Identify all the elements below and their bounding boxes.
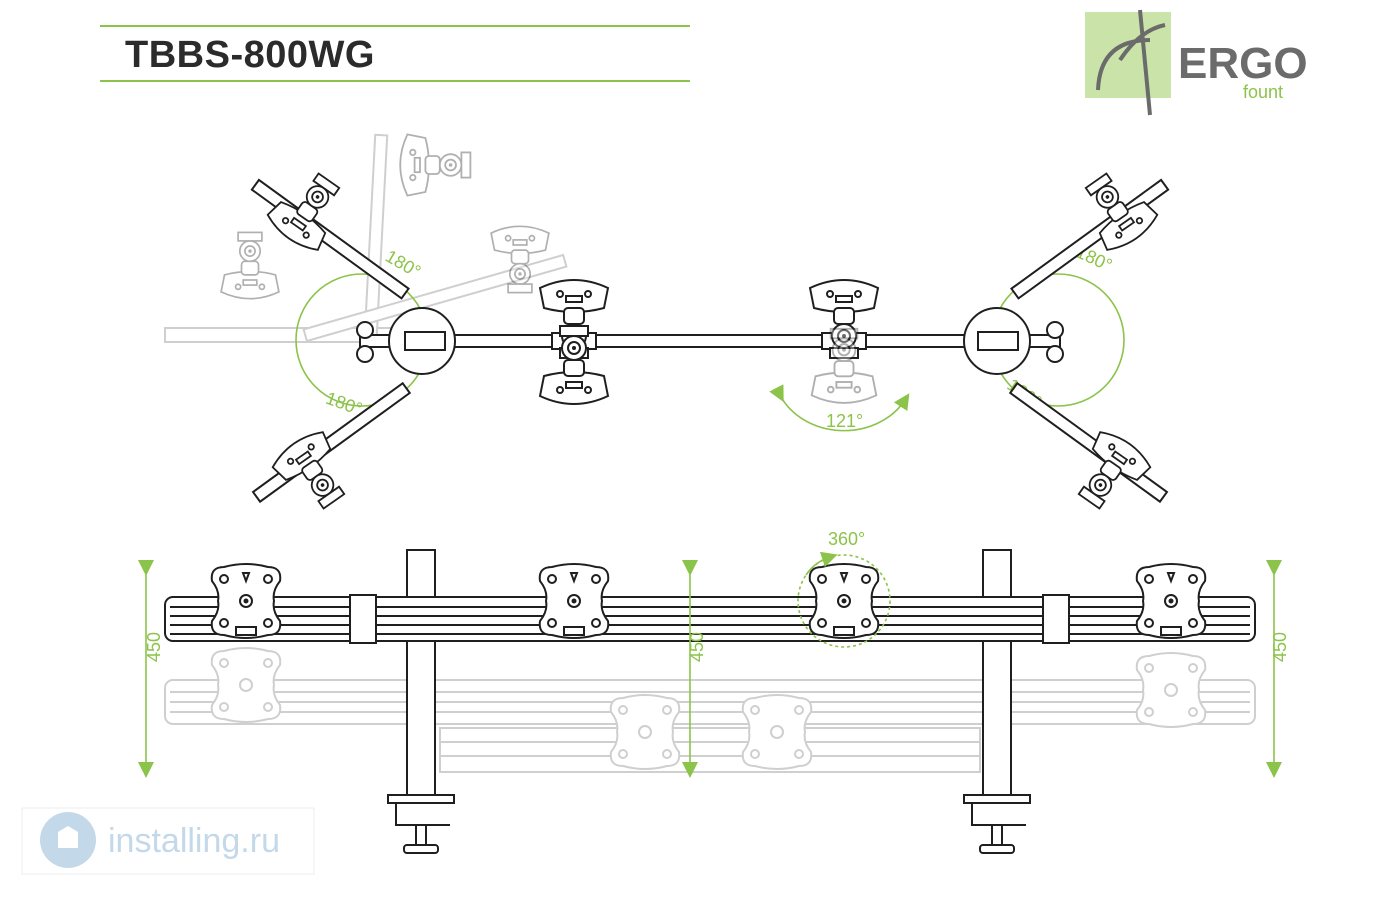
desk-clamp-left bbox=[387, 794, 455, 854]
logo-text: ERGO bbox=[1178, 39, 1308, 88]
rotation-indicator bbox=[797, 554, 891, 648]
top-view: 180° 180° 180° 180° 121° bbox=[164, 133, 1170, 520]
product-title: TBBS-800WG bbox=[125, 34, 375, 76]
crossbar-top bbox=[359, 334, 1061, 348]
height-label-left: 450 bbox=[144, 632, 164, 662]
pole-right bbox=[982, 549, 1012, 796]
height-label-center: 450 bbox=[687, 632, 707, 662]
desk-clamp-right bbox=[963, 794, 1031, 854]
ghost-arms bbox=[164, 133, 568, 343]
right-wing-arms bbox=[1008, 162, 1170, 520]
watermark-text: installing.ru bbox=[108, 822, 280, 860]
vesa-plate-4 bbox=[1135, 563, 1207, 639]
watermark: installing.ru bbox=[21, 807, 315, 875]
left-wing-arms bbox=[250, 162, 412, 520]
vesa-plate-3 bbox=[808, 563, 880, 639]
rotation-label: 360° bbox=[828, 529, 865, 549]
tilt-arc-center bbox=[769, 384, 910, 432]
pole-left bbox=[406, 549, 436, 796]
ergofount-logo: ERGO fount bbox=[1085, 9, 1308, 116]
logo-subtext: fount bbox=[1243, 82, 1283, 102]
vesa-plate-1 bbox=[210, 563, 282, 639]
ghost-lower-position bbox=[164, 647, 1256, 773]
front-view: 360° 450 450 450 bbox=[138, 529, 1290, 854]
height-label-right: 450 bbox=[1270, 632, 1290, 662]
angle-label-center: 121° bbox=[826, 411, 863, 431]
vesa-plate-2 bbox=[538, 563, 610, 639]
